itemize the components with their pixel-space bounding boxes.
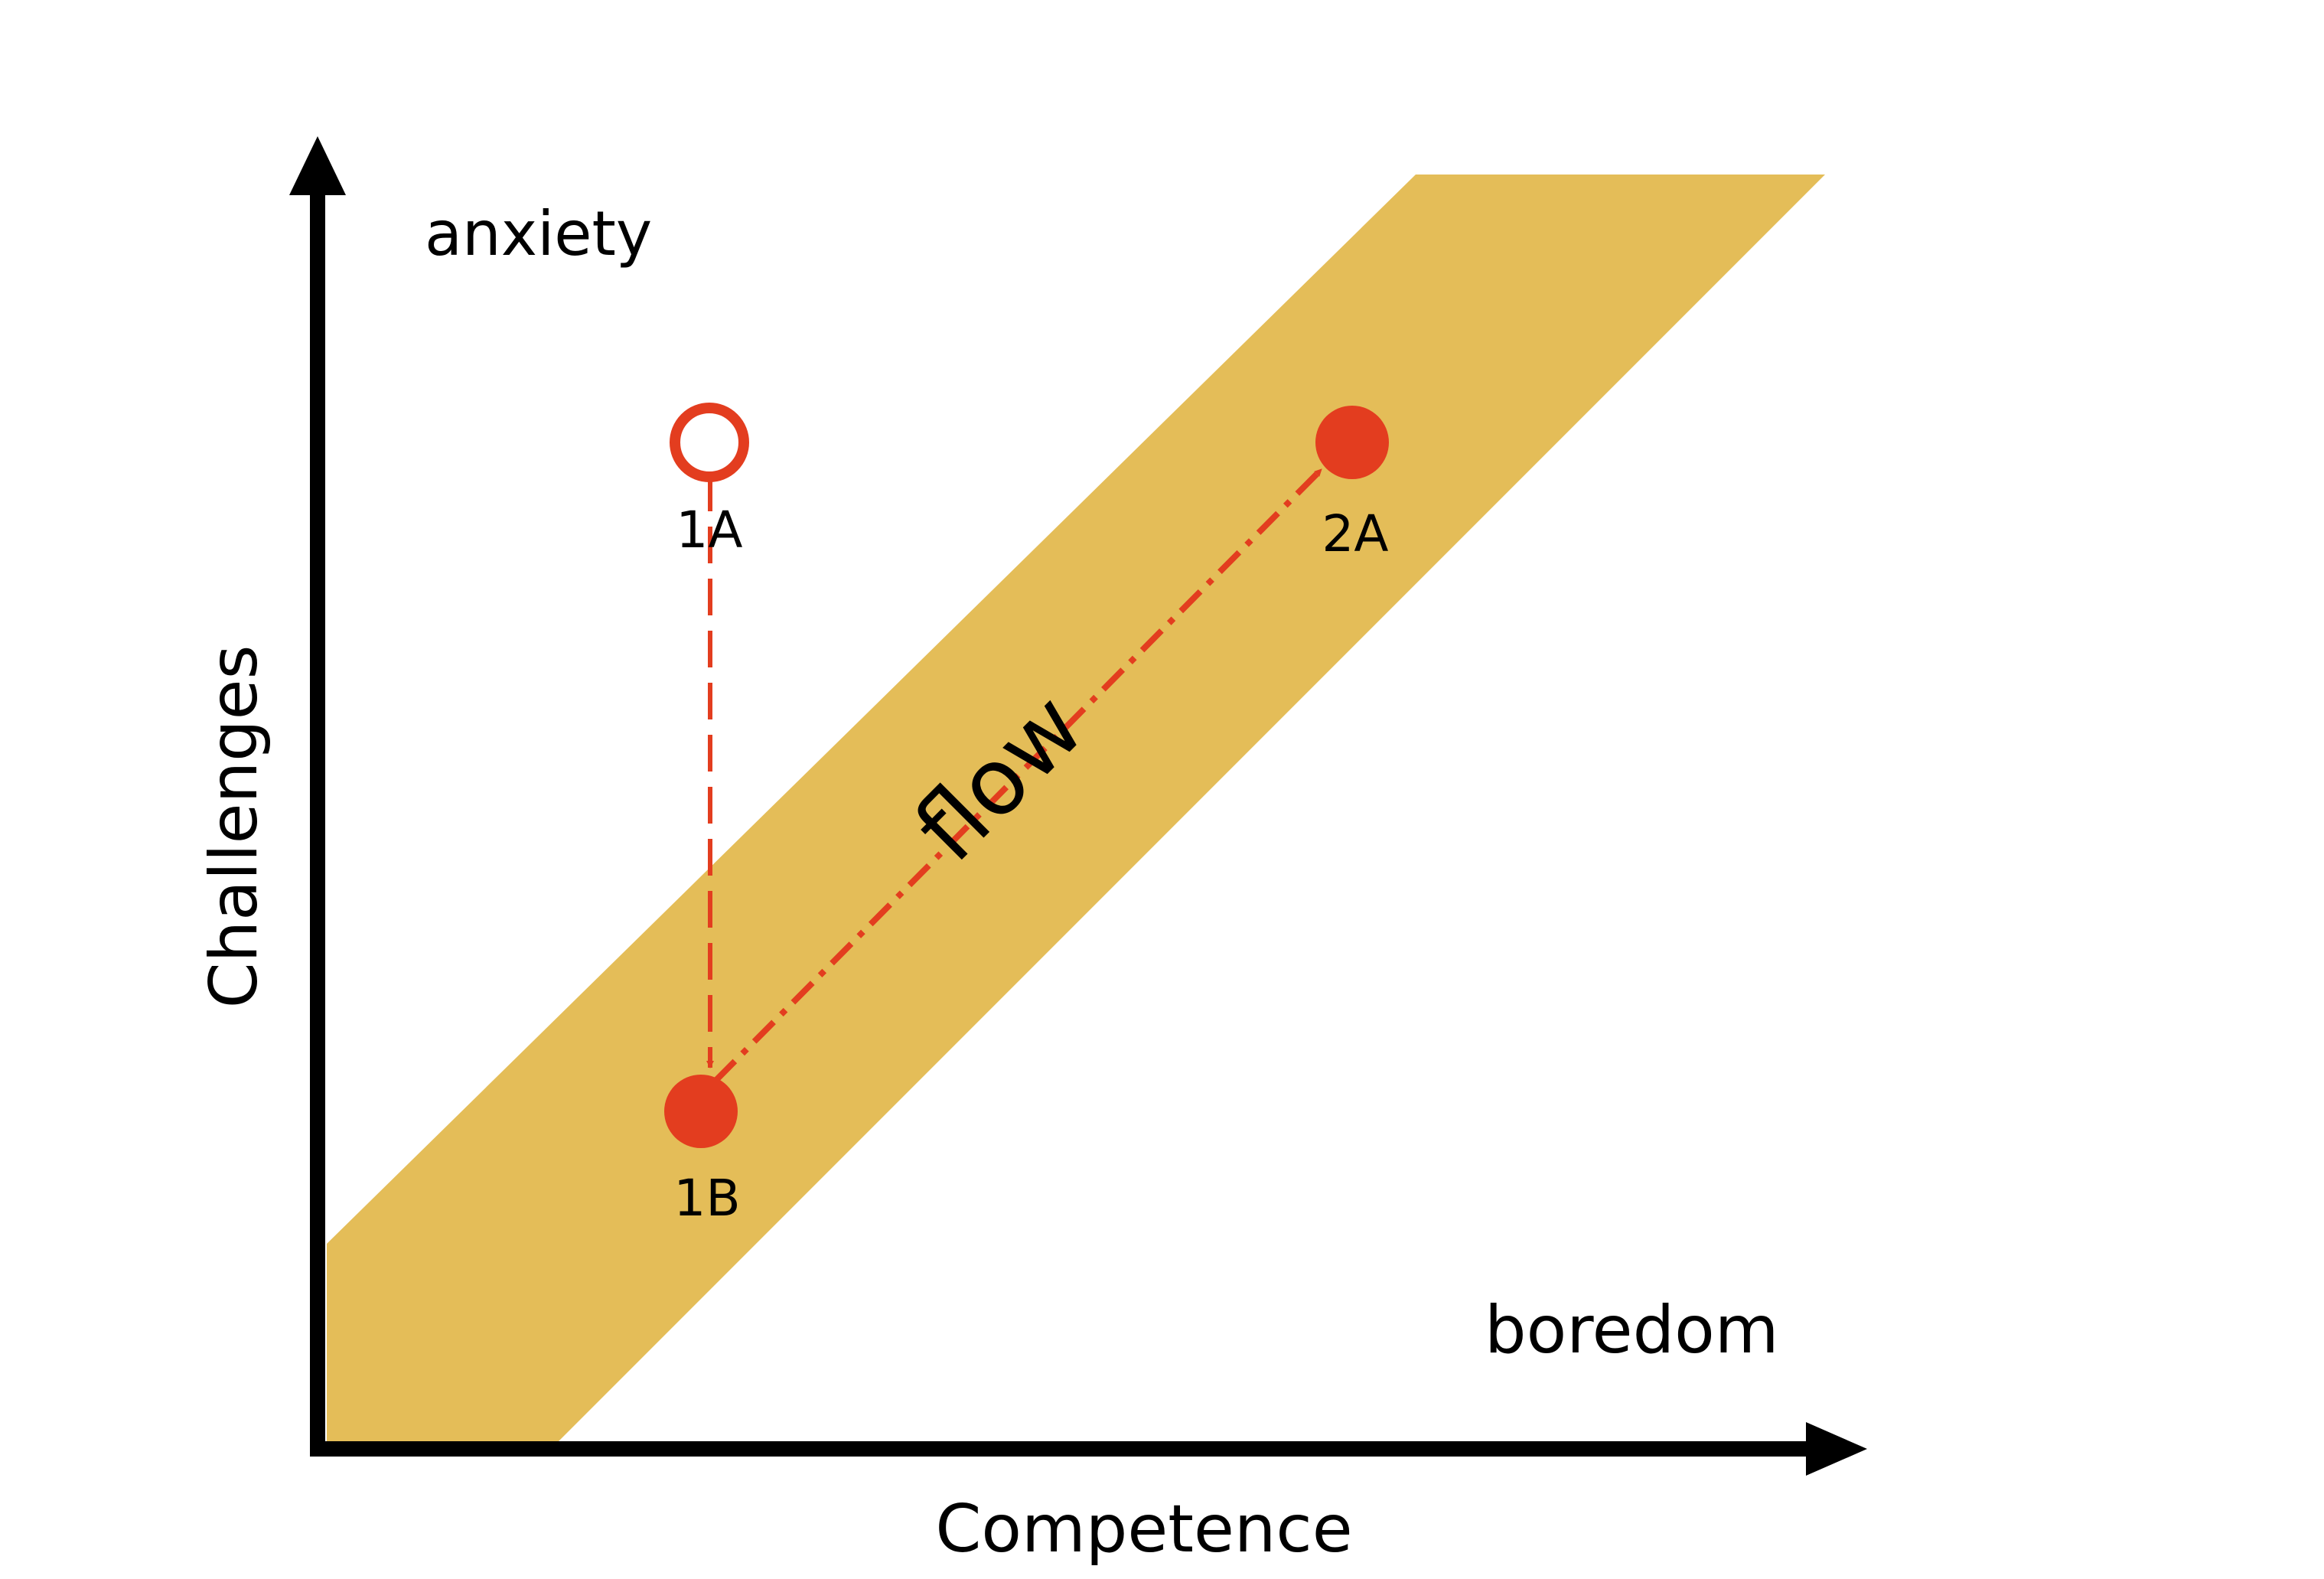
point-1a-label: 1A bbox=[676, 501, 742, 560]
boredom-label: boredom bbox=[1485, 1292, 1779, 1369]
point-1b-label: 1B bbox=[673, 1169, 740, 1228]
point-2a-label: 2A bbox=[1322, 504, 1388, 563]
point-2a-marker bbox=[1315, 406, 1389, 479]
point-1b-marker bbox=[664, 1075, 738, 1148]
x-axis-arrowhead bbox=[1806, 1422, 1867, 1476]
flow-band bbox=[327, 175, 1825, 1449]
x-axis-title: Competence bbox=[935, 1491, 1352, 1568]
anxiety-label: anxiety bbox=[425, 198, 652, 269]
y-axis-arrowhead bbox=[289, 136, 346, 195]
y-axis-title: Challenges bbox=[196, 645, 272, 1009]
transition-1b-to-2a bbox=[708, 467, 1324, 1088]
point-1a-marker bbox=[670, 403, 749, 482]
